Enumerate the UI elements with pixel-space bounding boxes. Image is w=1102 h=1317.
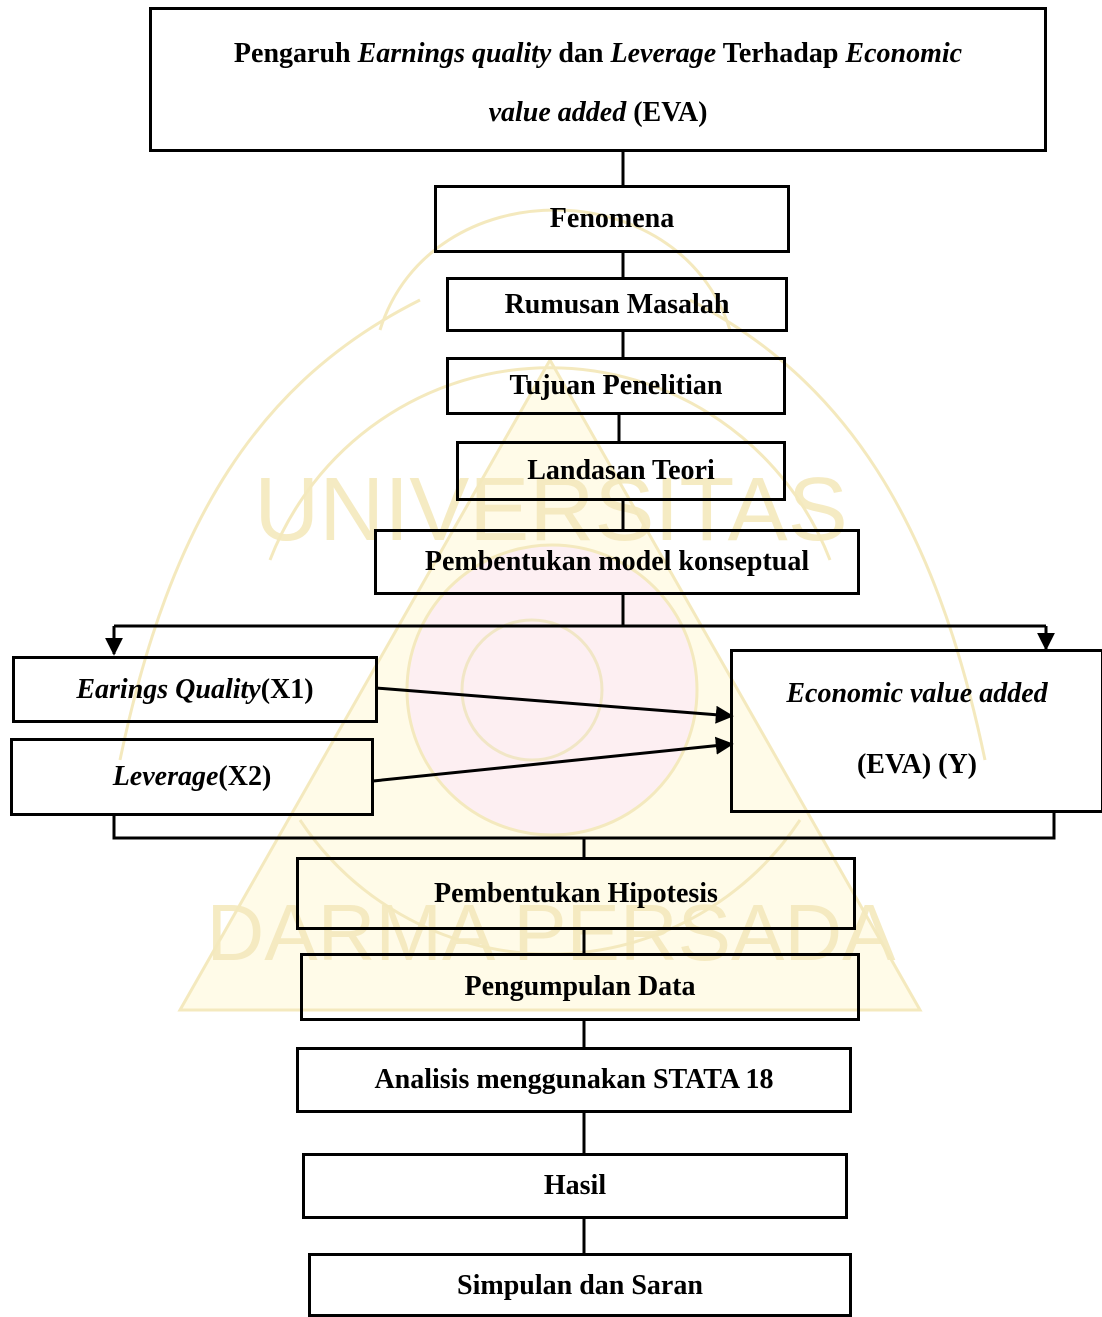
variable-x2-name: Leverage [112,761,219,792]
variable-x1-name: Earings Quality [76,673,261,705]
variable-y-name: Economic value added [786,677,1048,709]
title-word: Pengaruh [233,37,351,69]
step-hasil: Hasil [302,1153,848,1219]
arrow-x1-to-y [375,686,734,724]
watermark-arc-text: UNIVERSITAS [254,460,847,560]
step-tujuan-penelitian-label: Tujuan Penelitian [509,370,723,401]
step-hasil-label: Hasil [543,1170,607,1201]
step-fenomena-label: Fenomena [549,203,675,234]
variable-x2-box: Leverage (X2) [10,738,374,816]
variable-y-box: Economic value added (EVA) (Y) [730,649,1102,813]
title-word: Earnings quality [357,37,552,69]
variable-x2-code: (X2) [218,761,272,792]
step-model-konseptual: Pembentukan model konseptual [374,529,860,595]
watermark-bottom-text: DARMA PERSADA [206,888,896,977]
step-analisis-stata: Analisis menggunakan STATA 18 [296,1047,852,1113]
title-word: Leverage [610,37,717,69]
variable-y-code: (EVA) (Y) [856,748,978,780]
step-analisis-stata-label: Analisis menggunakan STATA 18 [374,1064,774,1095]
watermark-emblem [460,618,604,762]
watermark-inner-arc [268,366,832,561]
title-word: dan [558,37,604,69]
step-rumusan-masalah-label: Rumusan Masalah [504,288,730,320]
title-line-1: Pengaruh Earnings quality dan Leverage T… [233,37,963,69]
title-word: value added [488,97,627,129]
step-simpulan-saran: Simpulan dan Saran [308,1253,852,1317]
title-word: Economic [845,37,963,69]
step-model-konseptual-label: Pembentukan model konseptual [424,546,810,577]
step-pengumpulan-data-label: Pengumpulan Data [464,971,696,1002]
variable-x1-box: Earings Quality (X1) [12,656,378,723]
watermark-outer-petal-left [118,298,421,761]
step-simpulan-saran-label: Simpulan dan Saran [457,1270,703,1301]
title-line-2: value added (EVA) [489,99,708,127]
step-landasan-teori-label: Landasan Teori [527,455,715,486]
arrow-x2-to-y [372,736,734,783]
step-landasan-teori: Landasan Teori [456,441,786,501]
watermark-outer-petal-top [378,208,732,331]
title-word: (EVA) [633,97,708,129]
watermark-outer-petal-right [689,298,987,761]
step-rumusan-masalah: Rumusan Masalah [446,277,788,332]
step-pembentukan-hipotesis-label: Pembentukan Hipotesis [434,877,718,909]
variable-x1-code: (X1) [260,673,314,705]
step-pengumpulan-data: Pengumpulan Data [300,953,860,1021]
title-word: Terhadap [722,37,839,69]
step-tujuan-penelitian: Tujuan Penelitian [446,357,786,415]
step-fenomena: Fenomena [434,185,790,253]
step-pembentukan-hipotesis: Pembentukan Hipotesis [296,857,856,930]
title-box: Pengaruh Earnings quality dan Leverage T… [149,7,1047,152]
